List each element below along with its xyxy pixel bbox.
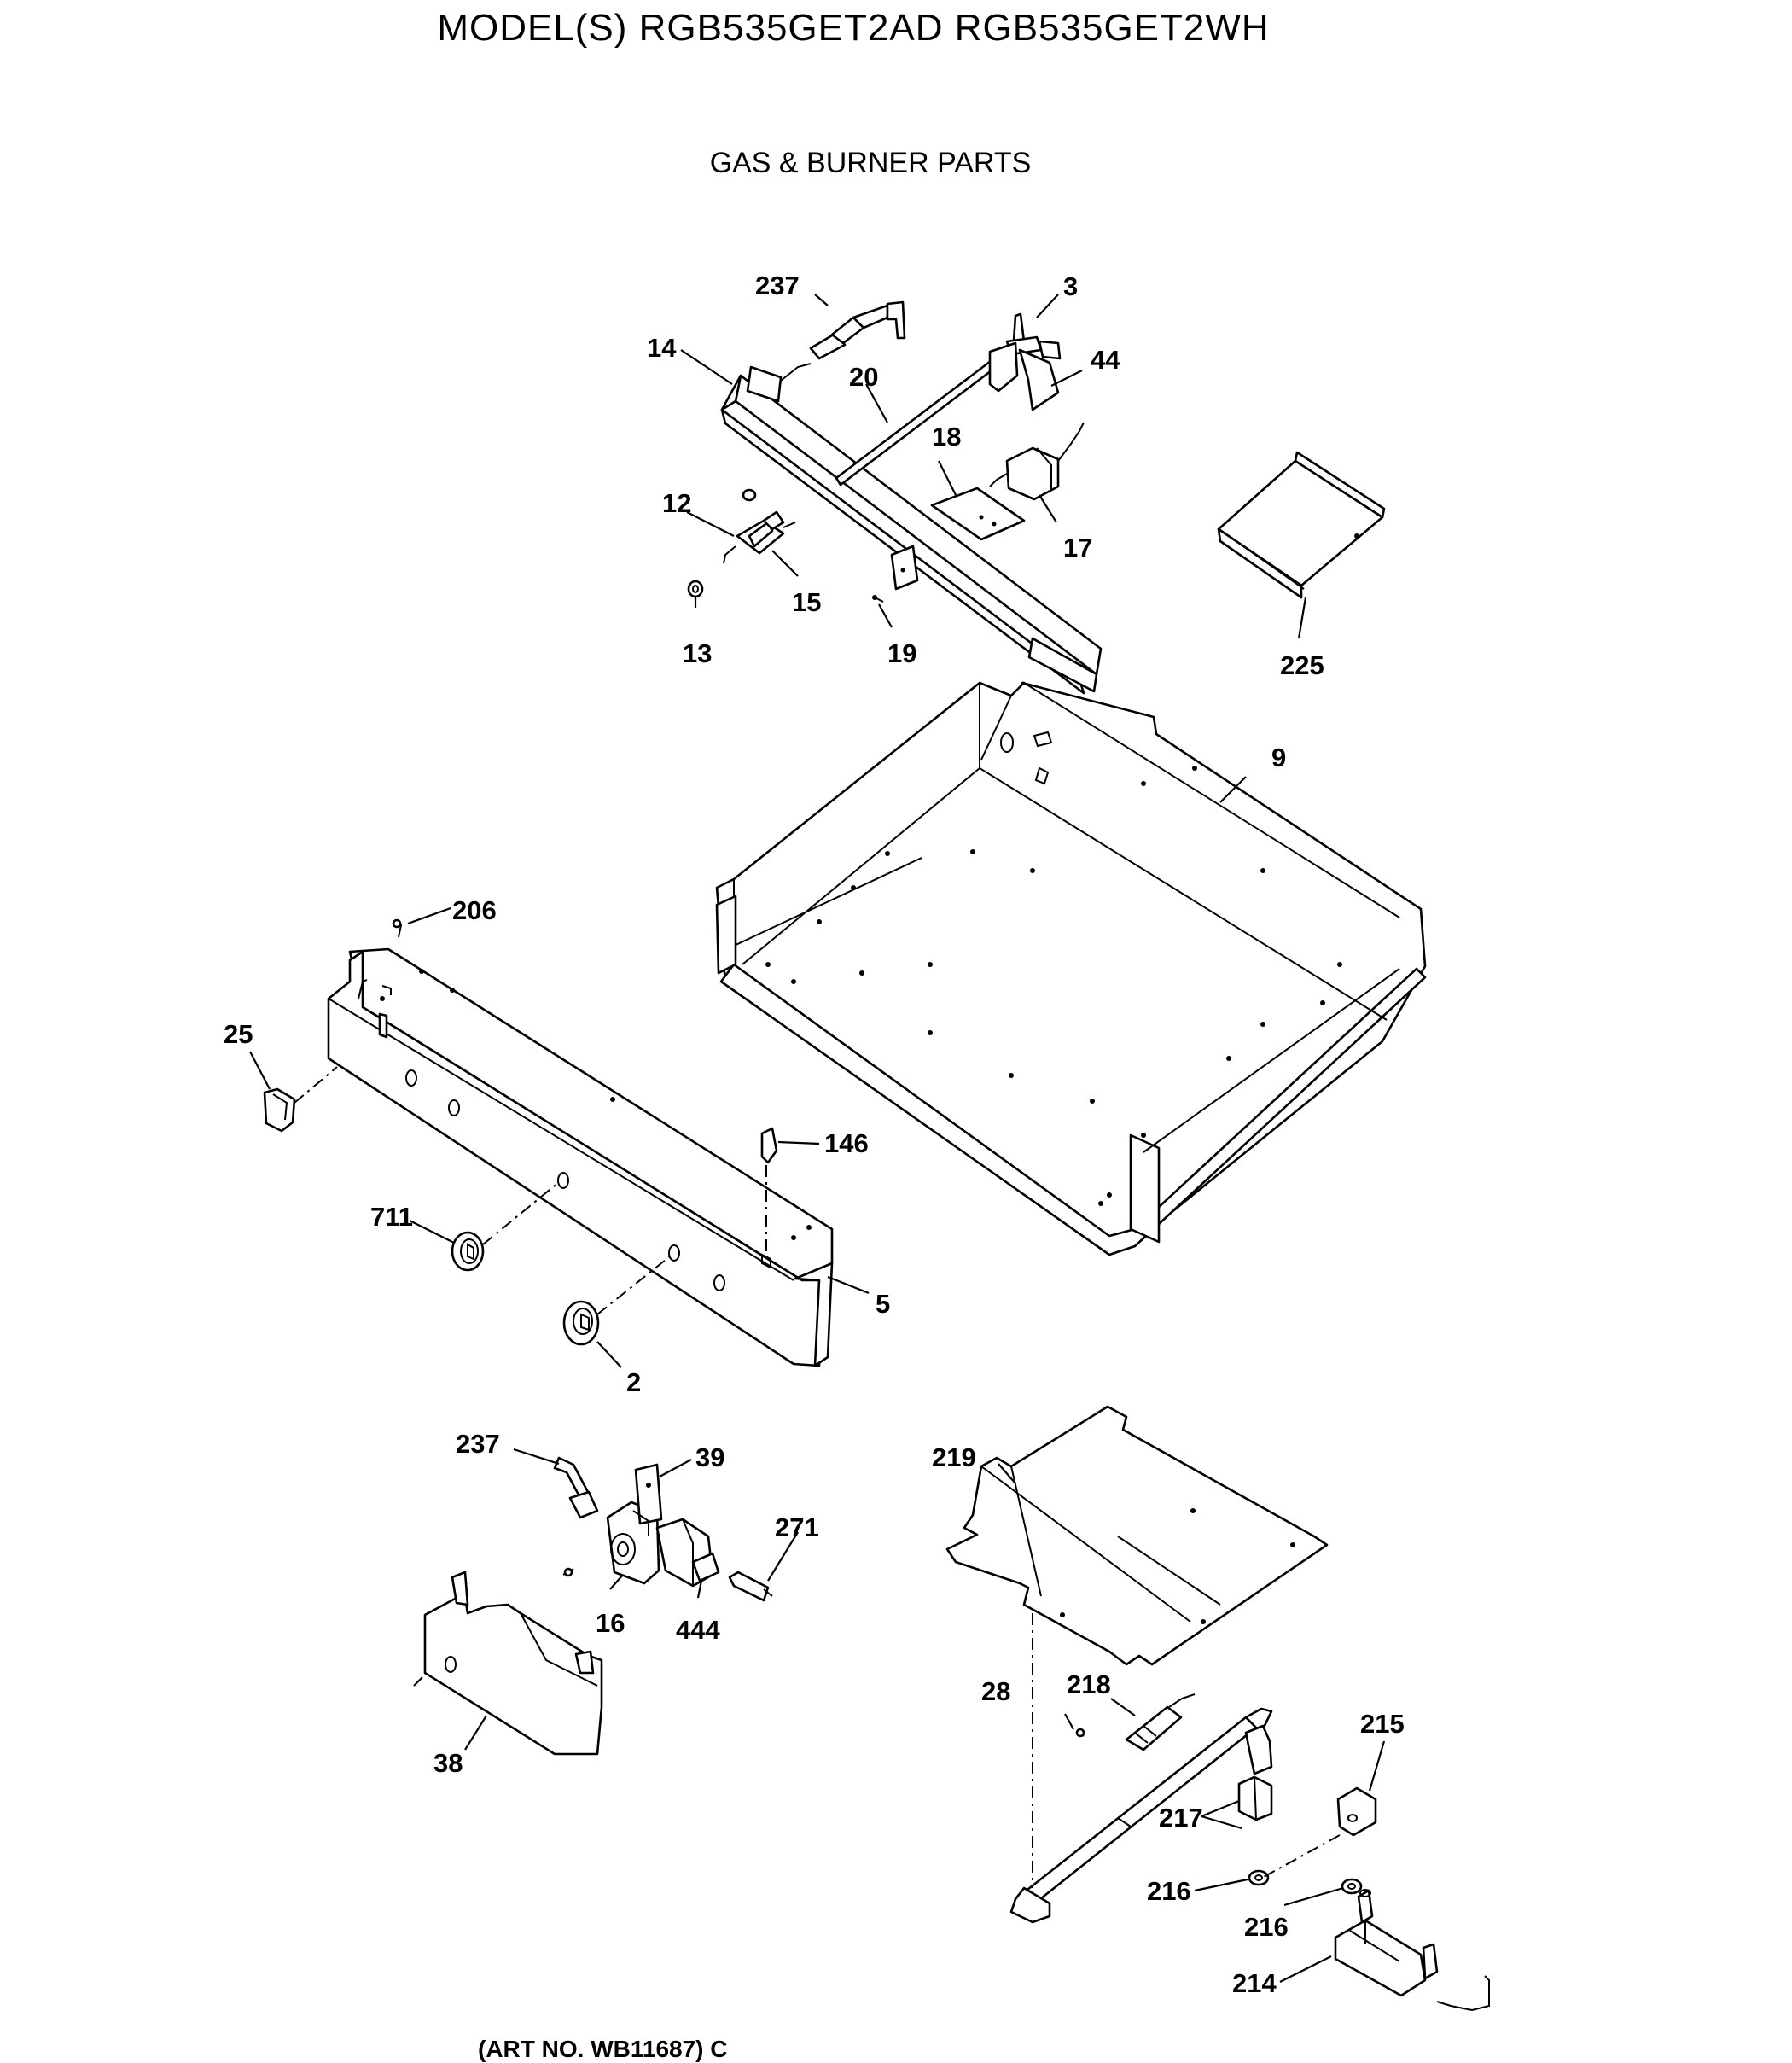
callout-19: 19 xyxy=(887,638,916,668)
valve-214 xyxy=(1334,1889,1490,2011)
callout-5: 5 xyxy=(876,1289,890,1319)
screw-19 xyxy=(872,595,884,603)
callout-17: 17 xyxy=(1063,533,1092,562)
callout-25: 25 xyxy=(224,1019,253,1049)
igniter-218 xyxy=(1125,1693,1196,1751)
callout-216-right: 216 xyxy=(1244,1912,1289,1942)
regulator-tube-237 xyxy=(553,1456,599,1519)
leader-lines xyxy=(249,294,1386,1983)
knob-711 xyxy=(451,1181,560,1272)
valve-12-15 xyxy=(723,510,796,564)
washer-216b xyxy=(1341,1878,1363,1895)
shield-plate-219 xyxy=(945,1405,1329,1666)
manifold-panel-5 xyxy=(327,947,834,1367)
callout-18: 18 xyxy=(932,422,961,452)
callout-711: 711 xyxy=(370,1202,413,1232)
callout-217: 217 xyxy=(1159,1803,1203,1833)
callout-219: 219 xyxy=(932,1442,976,1472)
washer-216a xyxy=(1248,1869,1270,1886)
callout-20: 20 xyxy=(849,362,878,392)
gas-tube-fitting xyxy=(809,300,906,360)
bracket-215 xyxy=(1254,1786,1377,1883)
callout-214: 214 xyxy=(1232,1968,1277,1998)
callout-44: 44 xyxy=(1091,345,1120,375)
callout-146: 146 xyxy=(824,1128,869,1158)
callout-206: 206 xyxy=(452,895,497,925)
callout-237-top: 237 xyxy=(755,271,800,300)
art-number: (ART NO. WB11687) C xyxy=(478,2036,728,2062)
nut-13 xyxy=(687,580,704,598)
callout-444: 444 xyxy=(676,1615,720,1645)
screw-regulator xyxy=(562,1567,574,1577)
screw-206 xyxy=(392,918,403,938)
burner-elbow-217 xyxy=(1237,1724,1273,1821)
screw-28 xyxy=(1032,1613,1085,1888)
bracket-18 xyxy=(930,487,1026,541)
callout-216-left: 216 xyxy=(1147,1876,1191,1906)
orifice-271 xyxy=(728,1571,773,1602)
callout-38: 38 xyxy=(433,1748,463,1778)
callout-237-bottom: 237 xyxy=(456,1429,500,1459)
callout-3: 3 xyxy=(1063,271,1078,301)
callout-39: 39 xyxy=(695,1442,724,1472)
shield-plate-225 xyxy=(1217,451,1386,599)
page-title: MODEL(S) RGB535GET2AD RGB535GET2WH xyxy=(437,7,1270,49)
shield-38 xyxy=(413,1571,603,1756)
elbow-444 xyxy=(691,1552,720,1582)
callout-labels: 237 3 14 44 20 18 12 17 15 13 19 225 9 2… xyxy=(224,271,1405,1998)
clip-146 xyxy=(760,1127,778,1269)
knob-2 xyxy=(562,1256,671,1346)
broil-burner-tube xyxy=(1009,1707,1273,1924)
callout-16: 16 xyxy=(596,1608,625,1638)
callout-28: 28 xyxy=(981,1676,1010,1706)
pressure-regulator-16 xyxy=(606,1463,714,1588)
callout-215: 215 xyxy=(1360,1709,1405,1739)
callout-12: 12 xyxy=(662,488,691,518)
callout-271: 271 xyxy=(775,1512,819,1542)
orifice-bracket-44 xyxy=(1018,340,1062,411)
callout-2: 2 xyxy=(626,1367,641,1397)
valve-17 xyxy=(989,422,1085,501)
bracket-manifold xyxy=(890,545,919,591)
callout-9: 9 xyxy=(1271,743,1286,772)
callout-14: 14 xyxy=(647,333,677,363)
diagram-subtitle: GAS & BURNER PARTS xyxy=(709,147,1032,179)
burner-box-9 xyxy=(715,681,1427,1256)
callout-225: 225 xyxy=(1280,650,1324,680)
callout-15: 15 xyxy=(792,587,821,617)
nut-small xyxy=(742,488,757,502)
callout-13: 13 xyxy=(683,638,712,668)
callout-218: 218 xyxy=(1067,1670,1111,1699)
switch-25 xyxy=(263,1066,338,1133)
